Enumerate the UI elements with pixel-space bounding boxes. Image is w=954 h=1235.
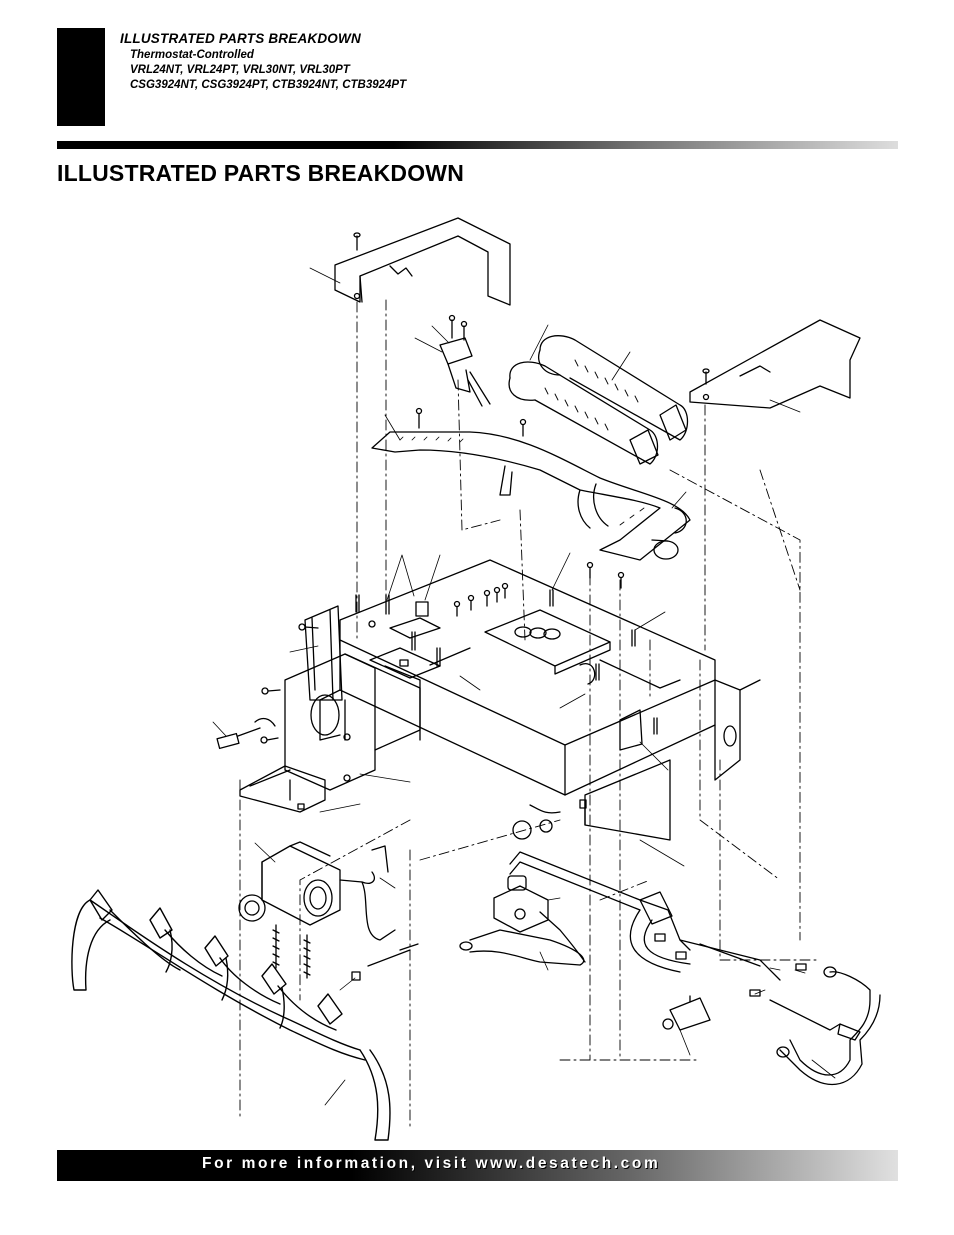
mounting-screw [272,924,311,979]
burner-pipe [371,431,691,561]
footer-text: For more information, visit www.desatech… [202,1155,661,1172]
header-gradient-rule [57,141,898,149]
control-knob [512,819,553,840]
pilot-gas-tube [459,911,586,966]
header-subtitle-1: Thermostat-Controlled [130,49,254,61]
exploded-parts-diagram [71,217,881,1141]
access-panel-plate [284,653,421,791]
pressure-regulator [493,875,549,933]
gasket-plate [304,605,343,701]
igniter-electrode [216,717,276,750]
upper-burner-tube [538,335,689,441]
header-subtitle-2: VRL24NT, VRL24PT, VRL30NT, VRL30PT [130,64,350,76]
fitting [654,933,687,960]
shutoff-valve [662,995,711,1031]
footer-banner: For more information, visit www.desatech… [57,1150,898,1181]
left-top-shield [334,217,511,306]
spacer-block [389,601,441,639]
section-tab-block [57,28,105,126]
burner-gas-tube [749,963,881,1085]
right-top-shield [689,319,861,409]
valve-bracket [239,765,326,813]
clip-ring [674,507,687,534]
screw-icon [298,407,625,631]
screw-icon [353,232,361,251]
screw-icon [702,368,710,385]
thermocouple-lead [351,943,419,981]
lower-burner-tube [508,361,659,465]
running-header: ILLUSTRATED PARTS BREAKDOWN Thermostat-C… [120,30,406,93]
header-subtitle-3: CSG3924NT, CSG3924PT, CTB3924NT, CTB3924… [130,79,407,91]
gas-control-valve [238,841,396,941]
dashed-leader-lines [239,299,821,1131]
header-section-title: ILLUSTRATED PARTS BREAKDOWN [120,31,361,46]
page-title: ILLUSTRATED PARTS BREAKDOWN [57,160,465,186]
gas-supply-tube [509,851,781,981]
chassis-studs [355,589,658,735]
pilot-assembly [439,314,491,407]
burner-end-cap [651,539,679,560]
callout-leaders [212,267,836,1106]
log-grate [71,889,391,1141]
screw-icon [260,687,351,782]
